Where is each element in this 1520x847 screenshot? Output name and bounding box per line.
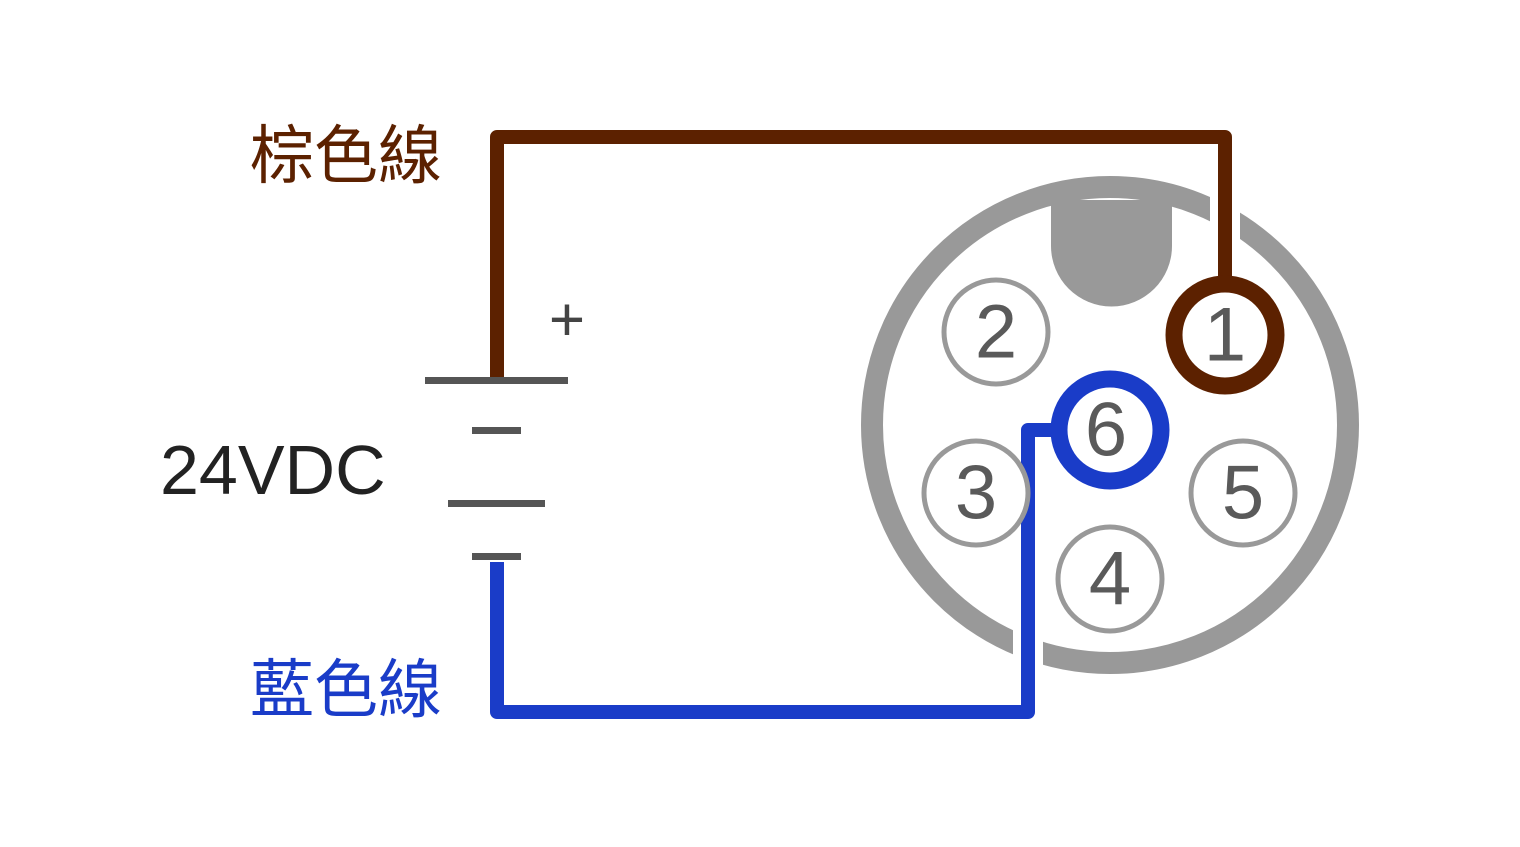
blue-wire-label: 藍色線 [250,654,442,728]
pin-2-label: 2 [975,290,1017,375]
brown-wire-label: 棕色線 [250,120,442,194]
pin-6: 6 [1050,370,1170,490]
pin-5-label: 5 [1222,451,1264,536]
pin-4-label: 4 [1089,537,1131,622]
pin-1-label: 1 [1204,293,1246,378]
pin-6-label: 6 [1085,388,1127,473]
connector-key-notch [1051,200,1172,307]
pin-5: 5 [1188,438,1298,548]
blue-wire [490,423,1058,719]
brown-wire [490,130,1232,378]
positive-terminal-label: + [549,286,585,355]
connector-outline [861,176,1359,674]
pin-4: 4 [1055,524,1165,634]
pin-2: 2 [941,277,1051,387]
pin-1: 1 [1165,275,1285,395]
voltage-label: 24VDC [160,431,386,509]
battery-symbol [425,377,568,560]
pin-3-label: 3 [955,451,997,536]
pin-3: 3 [921,438,1031,548]
